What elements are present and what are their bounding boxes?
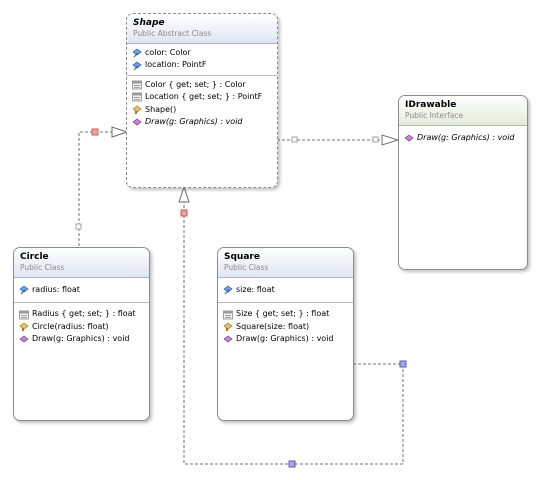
members-section: Size { get; set; } : float Square(size: …: [218, 303, 353, 348]
members-section: Color { get; set; } : Color Location { g…: [127, 76, 277, 132]
class-header[interactable]: Square Public Class: [218, 248, 353, 278]
connector-handle[interactable]: [399, 360, 407, 368]
fields-section: color: Color location: PointF: [127, 44, 277, 76]
field-row[interactable]: color: Color: [127, 47, 277, 59]
interface-kind: Public Interface: [405, 111, 464, 120]
field-row[interactable]: radius: float: [14, 284, 149, 296]
method-icon: [19, 334, 29, 344]
members-section: Draw(g: Graphics) : void: [399, 126, 527, 147]
connector-handle[interactable]: [75, 223, 82, 230]
method-icon: [132, 117, 142, 127]
method-icon: [404, 133, 414, 143]
class-kind: Public Abstract Class: [133, 29, 212, 38]
field-row[interactable]: location: PointF: [127, 59, 277, 71]
property-icon: [19, 310, 29, 320]
class-shape[interactable]: Shape Public Abstract Class color: Color…: [126, 13, 278, 188]
constructor-icon: [132, 105, 142, 115]
property-row[interactable]: Radius { get; set; } : float: [14, 308, 149, 320]
class-name: Circle: [20, 252, 49, 262]
class-header[interactable]: Circle Public Class: [14, 248, 149, 278]
property-icon: [132, 92, 142, 102]
connector-handle[interactable]: [91, 128, 99, 136]
fields-section: radius: float: [14, 278, 149, 304]
constructor-row[interactable]: Shape(): [127, 104, 277, 116]
class-name: Square: [224, 252, 260, 262]
constructor-row[interactable]: Circle(radius: float): [14, 321, 149, 333]
property-row[interactable]: Location { get; set; } : PointF: [127, 91, 277, 103]
inheritance-arrowhead: [111, 126, 129, 138]
inheritance-connector-square-shape[interactable]: [183, 202, 404, 465]
property-row[interactable]: Size { get; set; } : float: [218, 308, 353, 320]
property-icon: [132, 80, 142, 90]
inheritance-connector-circle-shape[interactable]: [78, 131, 112, 246]
method-row[interactable]: Draw(g: Graphics) : void: [399, 132, 527, 144]
inheritance-arrowhead: [178, 185, 190, 203]
class-kind: Public Class: [20, 263, 65, 272]
method-row[interactable]: Draw(g: Graphics) : void: [218, 333, 353, 345]
property-icon: [223, 310, 233, 320]
fields-section: size: float: [218, 278, 353, 304]
method-row[interactable]: Draw(g: Graphics) : void: [14, 333, 149, 345]
field-icon: [132, 48, 142, 58]
field-icon: [19, 285, 29, 295]
class-name: Shape: [133, 18, 165, 28]
connector-handle[interactable]: [291, 136, 298, 143]
class-kind: Public Class: [224, 263, 269, 272]
field-icon: [223, 285, 233, 295]
realization-arrowhead: [381, 134, 400, 146]
field-row[interactable]: size: float: [218, 284, 353, 296]
class-square[interactable]: Square Public Class size: float Size { g…: [217, 247, 354, 421]
constructor-icon: [19, 322, 29, 332]
connector-handle[interactable]: [372, 136, 379, 143]
method-row[interactable]: Draw(g: Graphics) : void: [127, 116, 277, 128]
connector-handle[interactable]: [180, 209, 188, 217]
class-circle[interactable]: Circle Public Class radius: float Radius…: [13, 247, 150, 421]
constructor-icon: [223, 322, 233, 332]
connector-handle[interactable]: [288, 460, 296, 468]
class-header[interactable]: Shape Public Abstract Class: [127, 14, 277, 44]
method-icon: [223, 334, 233, 344]
interface-name: IDrawable: [405, 100, 457, 110]
property-row[interactable]: Color { get; set; } : Color: [127, 79, 277, 91]
field-icon: [132, 61, 142, 71]
interface-header[interactable]: IDrawable Public Interface: [399, 96, 527, 126]
constructor-row[interactable]: Square(size: float): [218, 321, 353, 333]
members-section: Radius { get; set; } : float Circle(radi…: [14, 303, 149, 348]
interface-idrawable[interactable]: IDrawable Public Interface Draw(g: Graph…: [398, 95, 528, 270]
